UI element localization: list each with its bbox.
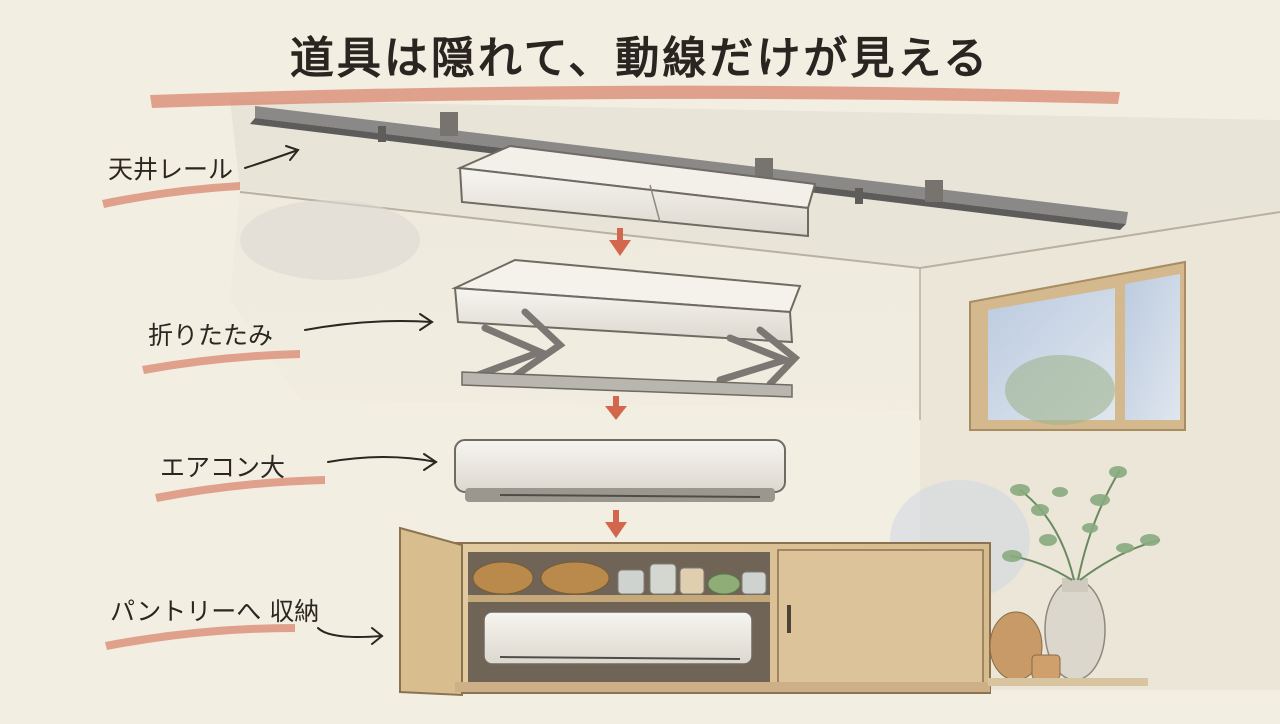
label-folding: 折りたたみ bbox=[148, 321, 274, 350]
closed-storage-box bbox=[456, 144, 817, 238]
window bbox=[969, 260, 1186, 431]
jar-icon bbox=[741, 571, 767, 595]
label-ceiling-rail: 天井レール bbox=[108, 155, 234, 184]
label-ac-unit: エアコン大 bbox=[160, 453, 286, 482]
down-arrow-icon bbox=[605, 510, 627, 538]
pointer-arrow-icon bbox=[327, 453, 438, 471]
pointer-arrows bbox=[244, 145, 438, 645]
basket-icon bbox=[472, 561, 534, 595]
title-underline bbox=[150, 85, 1120, 108]
pointer-arrow-icon bbox=[317, 627, 384, 645]
down-arrow-icon bbox=[605, 396, 627, 420]
label-pantry-storage: パントリーへ 収納 bbox=[110, 597, 320, 626]
jar-icon bbox=[707, 573, 741, 595]
jar-icon bbox=[679, 567, 705, 595]
pointer-arrow-icon bbox=[244, 145, 300, 169]
folding-mechanism bbox=[451, 258, 802, 398]
page-title: 道具は隠れて、動線だけが見える bbox=[289, 33, 991, 84]
flow-arrows bbox=[605, 228, 631, 538]
down-arrow-icon bbox=[609, 228, 631, 256]
vase-icon bbox=[988, 611, 1148, 686]
jar-icon bbox=[617, 569, 645, 595]
label-underlines bbox=[102, 182, 325, 650]
jar-icon bbox=[649, 563, 677, 595]
basket-icon bbox=[540, 561, 610, 595]
pointer-arrow-icon bbox=[304, 313, 434, 331]
pantry-cabinet bbox=[399, 526, 991, 697]
ac-unit-drawing bbox=[454, 439, 786, 502]
